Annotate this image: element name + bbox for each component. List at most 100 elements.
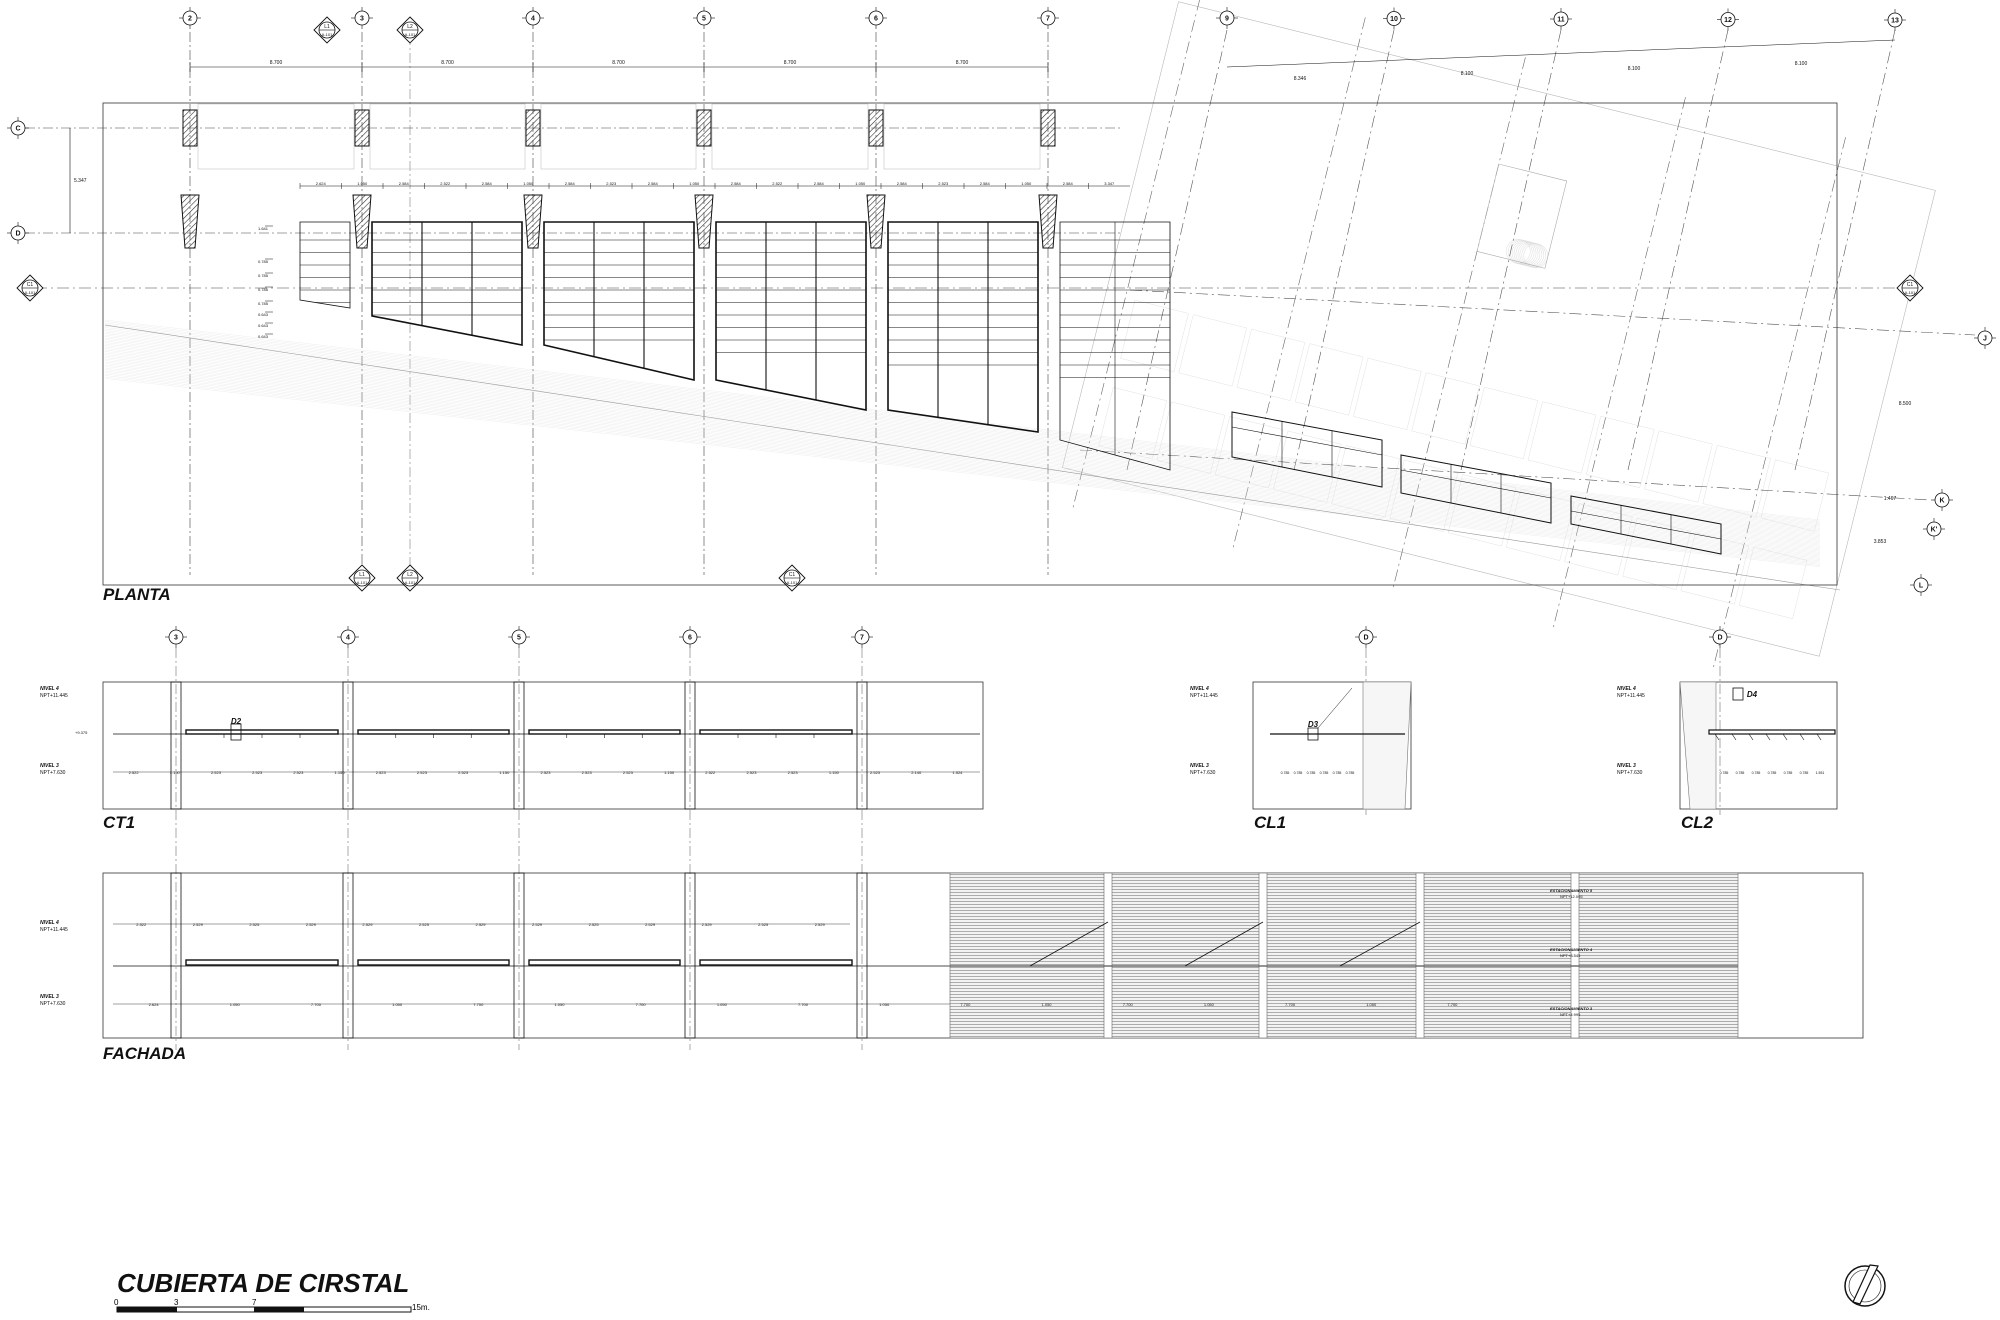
plan-beam-outline	[369, 103, 526, 170]
section-mark-right: C1A-101	[1896, 274, 1924, 302]
ramp-line	[104, 324, 1821, 524]
plan-panel-chain-dim: 2.584	[897, 181, 908, 186]
grid-bubble-label: 7	[1046, 16, 1050, 23]
ct1-bubble-5: 5	[508, 626, 530, 648]
fachada-glass-beam	[357, 959, 510, 966]
fachada-upper-dim: 2.529	[645, 922, 656, 927]
ramp-line	[104, 343, 1821, 540]
fachada-column	[170, 872, 182, 1039]
ramp-line	[104, 372, 1821, 563]
plan-panel-chain-dim: 1.050	[357, 181, 368, 186]
ramp-line	[104, 355, 1821, 549]
cl2-level4-value: NPT+11.445	[1617, 693, 1645, 699]
parking-stall	[1236, 328, 1306, 401]
cl1-bubble-D: D	[1355, 626, 1377, 648]
ramp-line	[104, 336, 1821, 534]
estac5-value: NPT+12.095	[1560, 894, 1583, 899]
sheet-title: CUBIERTA DE CIRSTAL	[117, 1268, 409, 1298]
cl1-level4-value: NPT+11.445	[1190, 693, 1218, 699]
ct1-column	[513, 681, 525, 810]
grid-bubble-J: J	[1974, 327, 1996, 349]
pier-row-d	[180, 194, 200, 249]
fachada-upper-dim: 2.525	[758, 922, 769, 927]
ct1-chain-dim: 1.150	[499, 770, 510, 775]
fachada-upper-dim: 2.525	[419, 922, 430, 927]
grid-bubble-10: 10	[1383, 7, 1405, 30]
grid-bubble-4: 4	[522, 7, 544, 29]
north-arrow-icon	[1844, 1264, 1886, 1307]
ramp-line	[104, 373, 1821, 564]
fachada-glass-beam	[699, 959, 853, 966]
plan-panel-chain-dim: 2.584	[731, 181, 742, 186]
ct1-column	[684, 681, 696, 810]
plan-bay-dim: 8.700	[612, 60, 625, 66]
ramp-line	[104, 330, 1821, 529]
pier-row-c	[696, 109, 712, 147]
ramp-line	[104, 333, 1821, 531]
ct1-frame	[102, 681, 984, 810]
pier-row-c	[1040, 109, 1056, 147]
skew-bay-dim: 8.100	[1795, 61, 1808, 67]
scale-tick-15m: 15m.	[412, 1303, 430, 1312]
section-mark-id: L2	[407, 24, 413, 30]
grid-bubble-C: C	[7, 117, 29, 139]
skew-dim-line	[1226, 39, 1896, 68]
plan-bay-dim: 8.700	[441, 60, 454, 66]
fachada-upper-dim: 2.529	[193, 922, 204, 927]
cl1-chain-dim: 0.785	[1294, 771, 1303, 775]
ramp-line	[104, 376, 1821, 566]
cl2-detail-tag: D4	[1747, 690, 1758, 699]
fachada-upper-dim: 2.529	[306, 922, 317, 927]
skewed-wing-frame	[1062, 1, 1936, 657]
fachada-lower-dim: 7.700	[1447, 1002, 1458, 1007]
plan-vertical-dim: 1.641	[258, 226, 269, 231]
fachada-lower-dim: 7.700	[1123, 1002, 1134, 1007]
skew-transom	[1231, 426, 1383, 456]
ramp-line	[104, 348, 1821, 543]
glass-module-outline	[887, 221, 1039, 433]
grid-bubble-label: D	[1363, 635, 1368, 642]
section-mark-top-l1: L1A-101	[313, 16, 341, 44]
estac3-name: ESTACIONAMIENTO 3	[1550, 1006, 1593, 1011]
cl2-level3-value: NPT+7.630	[1617, 770, 1643, 776]
cl2-bracket	[1816, 733, 1822, 741]
plan-beam-outline	[711, 103, 869, 170]
cl2-frame	[1679, 681, 1838, 810]
fachada-lower-dim: 7.700	[473, 1002, 484, 1007]
ct1-chain-dim: 1.150	[335, 770, 346, 775]
glass-module-outline	[1059, 221, 1171, 471]
parking-stall	[1564, 503, 1633, 576]
ct1-chain-dim: 2.523	[458, 770, 469, 775]
grid-bubble-label: 4	[531, 16, 535, 23]
pier-row-c	[182, 109, 198, 147]
ramp-line	[104, 351, 1821, 546]
skewed-grid-line	[1071, 0, 1206, 512]
fachada-lower-dim: 1.050	[392, 1002, 403, 1007]
grid-bubble-label: L	[1919, 583, 1924, 590]
grid-line-K	[1079, 449, 1931, 501]
grid-bubble-9: 9	[1216, 7, 1238, 29]
cl2-bracket	[1799, 733, 1805, 741]
ramp-line	[104, 346, 1821, 542]
ramp-line	[104, 327, 1821, 527]
grid-bubble-label: 5	[702, 16, 706, 23]
section-mark-ref: A-101	[322, 32, 333, 37]
plan-vertical-dim: 0.785	[258, 273, 269, 278]
grid-bubble-label: 2	[188, 16, 192, 23]
plan-bay-dim: 8.700	[270, 60, 283, 66]
skew-transom	[1570, 510, 1722, 540]
section-mark-ref: A-101	[405, 32, 416, 37]
cl1-chain-dim: 0.785	[1333, 771, 1342, 775]
plan-panel-chain-dim: 2.624	[316, 181, 327, 186]
plan-cd-dim-text: 5.347	[74, 178, 87, 184]
scale-tick-3: 3	[174, 1298, 179, 1307]
grid-bubble-D: D	[7, 222, 29, 244]
plan-bay-dim: 8.700	[956, 60, 969, 66]
ct1-chain-dim: 2.140	[911, 770, 922, 775]
cl2-level3-name: NIVEL 3	[1617, 763, 1636, 769]
pier-row-d	[352, 194, 372, 249]
cl2-bracket	[1765, 733, 1771, 741]
plan-panel-chain-dim: 2.584	[648, 181, 659, 186]
